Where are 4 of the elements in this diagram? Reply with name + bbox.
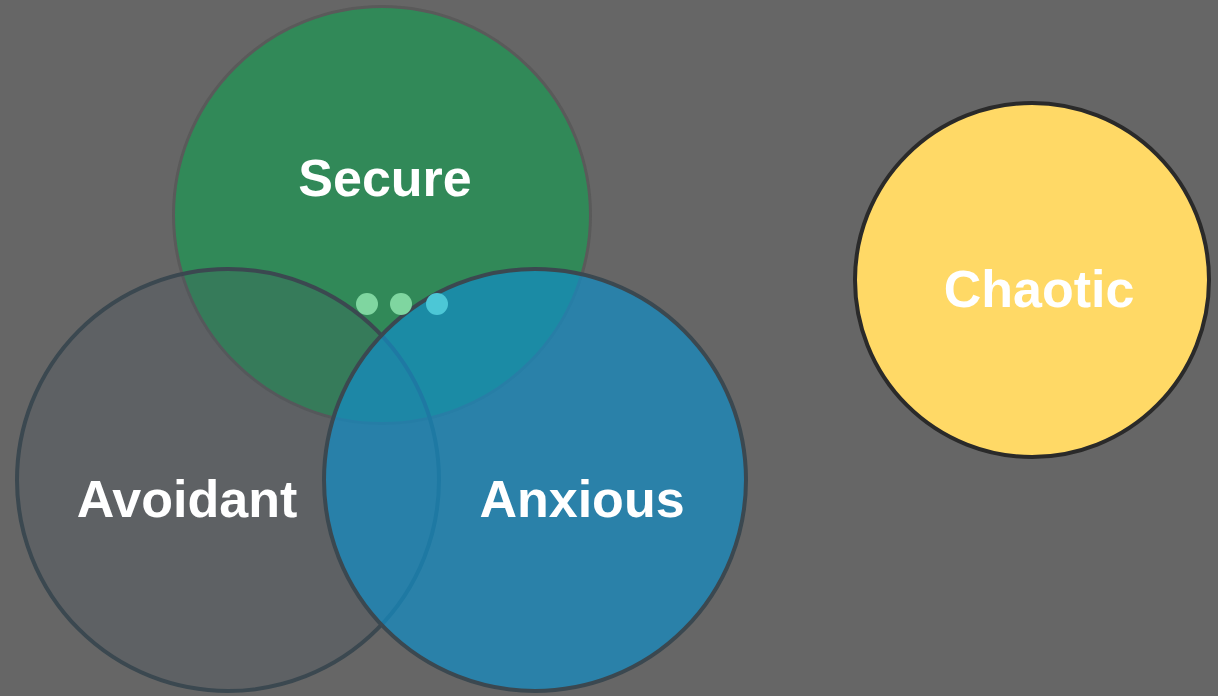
circle-label: Secure: [298, 152, 472, 204]
circle-label: Avoidant: [76, 473, 298, 525]
circle-label: Chaotic: [943, 263, 1135, 315]
circle-label: Anxious: [479, 473, 685, 525]
